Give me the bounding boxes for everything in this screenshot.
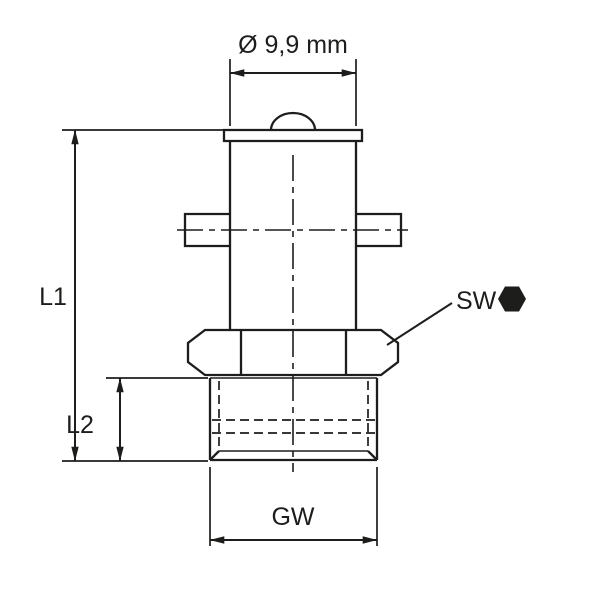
dimension-gw: GW [209,467,378,546]
dimension-diameter: Ø 9,9 mm [229,31,357,126]
dimension-l2: L2 [66,377,208,462]
thread-chamfer-left [209,450,220,461]
dome-head [269,111,317,131]
diameter-label: Ø 9,9 mm [238,31,348,59]
dimension-l1: L1 [39,129,230,462]
l1-label: L1 [39,283,67,311]
sw-leader-line [386,302,453,346]
hex-nut-outline [186,328,400,377]
right-lug [356,212,403,248]
sw-callout: SW [386,286,526,346]
sw-label: SW [456,287,497,315]
centerlines [177,155,408,472]
gw-label: GW [271,503,314,531]
cap-outline [222,128,364,143]
thread-chamfer-right [367,450,378,461]
fitting-outline [183,111,403,462]
hexagon-icon [498,286,526,312]
l2-label: L2 [66,411,94,439]
left-lug [183,212,230,248]
